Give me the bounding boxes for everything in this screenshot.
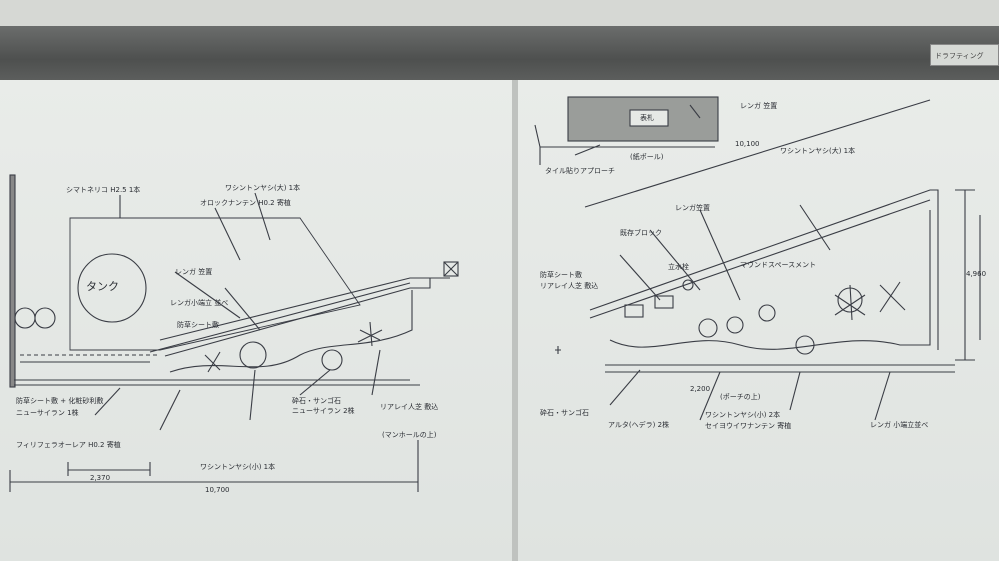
right-drawing-sheet: [518, 80, 999, 561]
right-note: レンガ 笠置: [740, 102, 778, 110]
right-note: (紙ポール): [630, 153, 664, 161]
sheet-gap: [512, 80, 518, 561]
left-drawing-sheet: [0, 80, 512, 561]
dimension-top: 10,100: [735, 140, 760, 148]
right-note: レンガ 小端立並べ: [870, 421, 929, 429]
left-note: ワシントンヤシ(小) 1本: [200, 463, 276, 471]
left-note: ニューサイラン 1株: [16, 409, 79, 417]
name-plate-label: 表札: [640, 114, 654, 122]
dimension-small: 2,370: [90, 474, 111, 482]
left-note: シマトネリコ H2.5 1本: [66, 186, 141, 194]
right-note: ワシントンヤシ(大) 1本: [780, 147, 856, 155]
left-note: (マンホールの上): [382, 431, 437, 439]
left-note: ニューサイラン 2株: [292, 407, 355, 415]
right-note: 既存ブロック: [620, 229, 662, 237]
left-note: 防草シート敷: [177, 321, 219, 329]
right-note: 防草シート敷: [540, 271, 582, 279]
left-note: レンガ小端立 並べ: [170, 299, 229, 307]
left-note: レンガ 笠置: [175, 268, 213, 276]
dimension-bottom: 2,200: [690, 385, 711, 393]
right-note: リアレイ人芝 敷込: [540, 282, 599, 290]
left-note: フィリフェラオーレア H0.2 寄植: [16, 441, 121, 449]
right-note: マウンドスペースメント: [740, 261, 817, 269]
tank-label: タンク: [86, 280, 119, 293]
metal-rail: [0, 26, 999, 82]
right-note: (ポーチの上): [720, 393, 761, 401]
dimension-right: 4,960: [966, 270, 987, 278]
right-note: アルタ(ヘデラ) 2株: [608, 421, 670, 429]
right-note: タイル貼りアプローチ: [545, 167, 615, 175]
right-note: 砕石・サンゴ石: [540, 409, 589, 417]
wall-background: [0, 0, 999, 30]
right-note: 立水栓: [668, 263, 689, 271]
rail-label-tag: ドラフティング: [930, 44, 999, 66]
dimension-total: 10,700: [205, 486, 230, 494]
right-note: ワシントンヤシ(小) 2本: [705, 411, 781, 419]
left-note: オロックナンテン H0.2 寄植: [200, 199, 291, 207]
tank-circle: [77, 253, 147, 323]
right-note: レンガ笠置: [675, 204, 710, 212]
left-note: リアレイ人芝 敷込: [380, 403, 439, 411]
left-note: 防草シート敷 + 化粧砂利敷: [16, 397, 104, 405]
left-note: 砕石・サンゴ石: [292, 397, 341, 405]
right-note: セイヨウイワナンテン 寄植: [705, 422, 792, 430]
left-note: ワシントンヤシ(大) 1本: [225, 184, 301, 192]
